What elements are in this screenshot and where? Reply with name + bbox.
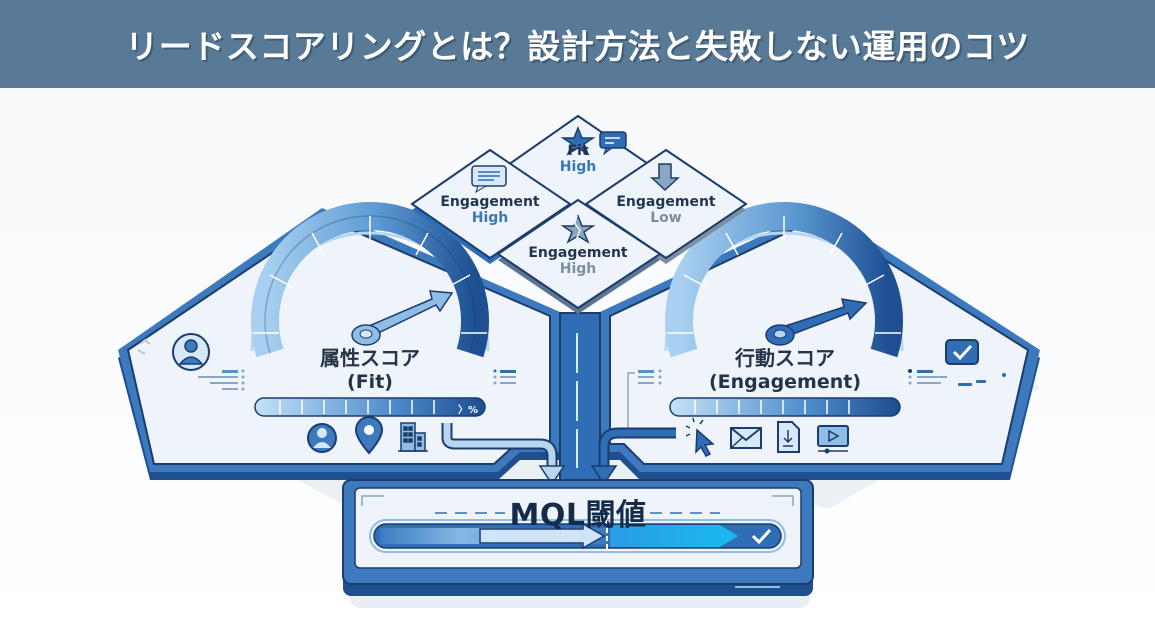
- tile-engagement-left-level: High: [471, 210, 509, 226]
- video-play-icon: [817, 425, 849, 454]
- check-icon: [751, 528, 772, 545]
- engagement-score-title: 行動スコア: [735, 346, 835, 370]
- fit-gauge: [250, 202, 490, 358]
- left-list-decoration-2: [493, 369, 516, 385]
- cursor-click-icon: [685, 417, 715, 457]
- mql-threshold-title: MQL閾値: [509, 498, 647, 533]
- user-circle-icon: [172, 333, 210, 371]
- location-pin-icon: [354, 416, 384, 455]
- fit-score-subtitle: (Fit): [347, 371, 393, 393]
- diagram-stage: Fit High Engagement High Engagement Low …: [0, 88, 1155, 630]
- header-banner: リードスコアリングとは？設計方法と失敗しない運用のコツ: [0, 0, 1155, 88]
- tile-fit-level: High: [559, 159, 597, 175]
- mql-threshold-bar: [369, 519, 786, 553]
- user-icon: [307, 423, 337, 453]
- tile-engagement-right-title: Engagement: [616, 194, 716, 210]
- engagement-connector-arrow: [590, 427, 676, 486]
- chat-bubble-icon: [599, 131, 627, 156]
- tile-engagement-bottom-title: Engagement: [528, 245, 628, 261]
- page-title: リードスコアリングとは？設計方法と失敗しない運用のコツ: [125, 27, 1030, 66]
- fit-score-title: 属性スコア: [320, 346, 420, 370]
- center-flow-channel: [559, 312, 601, 484]
- engagement-progress-bar: [669, 397, 901, 417]
- tile-engagement-right-level: Low: [650, 210, 682, 226]
- arrow-down-icon: [650, 163, 680, 192]
- right-list-decoration: [627, 369, 662, 433]
- tile-engagement-high-left: [410, 148, 572, 264]
- tile-engagement-bottom-level: High: [559, 261, 597, 277]
- right-list-decoration-2: [908, 369, 947, 385]
- left-list-decoration: [198, 369, 245, 391]
- fit-progress-bar: [254, 397, 486, 417]
- engagement-score-subtitle: (Engagement): [708, 371, 862, 393]
- tile-engagement-left-title: Engagement: [440, 194, 540, 210]
- gauge-ticks: [253, 216, 487, 334]
- checkbox-checked-icon: [945, 339, 979, 365]
- building-icon: [398, 422, 428, 452]
- fit-connector-arrow: [441, 423, 566, 486]
- file-download-icon: [777, 421, 800, 453]
- tile-engagement-high-bottom: [496, 198, 662, 314]
- tile-fit-title: Fit: [567, 143, 589, 159]
- star-icon: [560, 125, 596, 156]
- chat-bubble-icon: [471, 165, 507, 194]
- engagement-gauge: [664, 202, 904, 358]
- diagram-canvas: [118, 114, 1040, 608]
- email-icon: [730, 427, 762, 449]
- fit-bar-percent: 〉%: [457, 405, 479, 416]
